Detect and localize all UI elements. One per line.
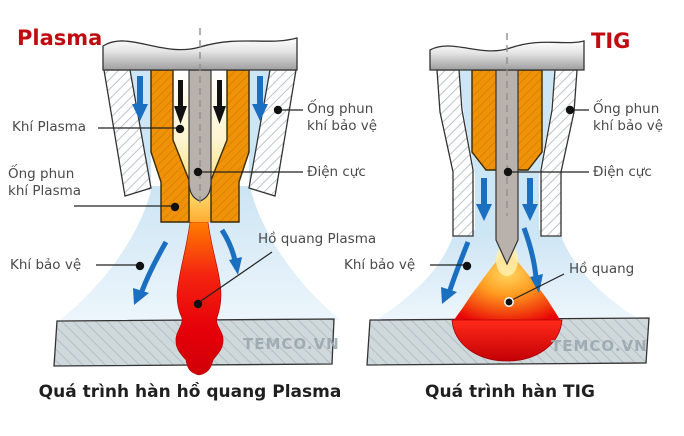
leader-tig-ho-quang — [509, 273, 565, 302]
watermark-plasma-plate: TEMCO.VN — [243, 335, 340, 353]
dot-tig-khi-bao-ve — [462, 261, 472, 271]
dot-tig-ho-quang — [504, 297, 514, 307]
tig-label-dien-cuc: Điện cực — [593, 164, 652, 180]
tig-outer-nozzle-left — [436, 69, 474, 237]
tig-torch-cap — [429, 40, 585, 71]
dot-tig-ong-phun-khi-bao-ve — [565, 105, 575, 115]
plasma-label-dien-cuc: Điện cực — [307, 164, 366, 180]
plasma-title: Plasma — [17, 26, 103, 50]
plasma-cone-flow-arrow-right — [219, 228, 242, 275]
tig-shield-flow-arrow-left — [476, 178, 492, 221]
tig-title: TIG — [591, 29, 631, 53]
dot-plasma-khi-bao-ve — [135, 261, 145, 271]
tig-cone-flow-arrow-left — [441, 241, 471, 304]
leader-ho-quang-plasma — [197, 251, 273, 304]
dot-tig-dien-cuc — [503, 167, 513, 177]
plasma-gas-flow-arrow-left — [174, 80, 187, 124]
watermark-tig-plate: TEMCO.VN — [551, 337, 648, 355]
tig-cone-flow-arrow-right — [521, 227, 543, 293]
plasma-cone-flow-arrow-left — [133, 240, 169, 305]
plasma-caption: Quá trình hàn hồ quang Plasma — [38, 382, 342, 402]
label-khi-plasma: Khí Plasma — [12, 119, 87, 135]
plasma-label-ong-phun-khi-bao-ve: Ống phun khí bảo vệ — [307, 101, 378, 134]
plasma-shield-flow-arrow-right — [252, 76, 268, 121]
plasma-nozzle-left — [150, 69, 190, 223]
tig-shield-flow-arrow-right — [522, 178, 538, 221]
tig-label-ho-quang: Hồ quang — [569, 261, 635, 277]
tig-label-khi-bao-ve: Khí bảo vệ — [344, 257, 416, 273]
plasma-label-khi-bao-ve: Khí bảo vệ — [10, 257, 82, 273]
dot-ho-quang-plasma — [193, 299, 203, 309]
plasma-shield-flow-arrow-left — [132, 76, 148, 121]
tig-arc — [454, 249, 560, 320]
plasma-arc-jet — [175, 221, 224, 376]
label-ong-phun-khi-plasma: Ống phun khí Plasma — [8, 166, 82, 199]
tig-weld-pool — [451, 319, 563, 362]
dot-khi-plasma — [175, 124, 185, 134]
dot-plasma-ong-phun-khi-bao-ve — [273, 105, 283, 115]
plasma-torch-diagram — [53, 28, 340, 376]
dot-plasma-dien-cuc — [193, 167, 203, 177]
plasma-gas-flow-arrow-right — [213, 80, 226, 124]
tig-caption: Quá trình hàn TIG — [425, 382, 595, 402]
tig-torch-diagram — [366, 33, 650, 366]
dot-ong-phun-khi-plasma — [170, 202, 180, 212]
tig-label-ong-phun-khi-bao-ve: Ống phun khí bảo vệ — [593, 101, 664, 134]
plasma-nozzle-right — [210, 69, 250, 223]
label-ho-quang-plasma: Hồ quang Plasma — [258, 231, 377, 247]
